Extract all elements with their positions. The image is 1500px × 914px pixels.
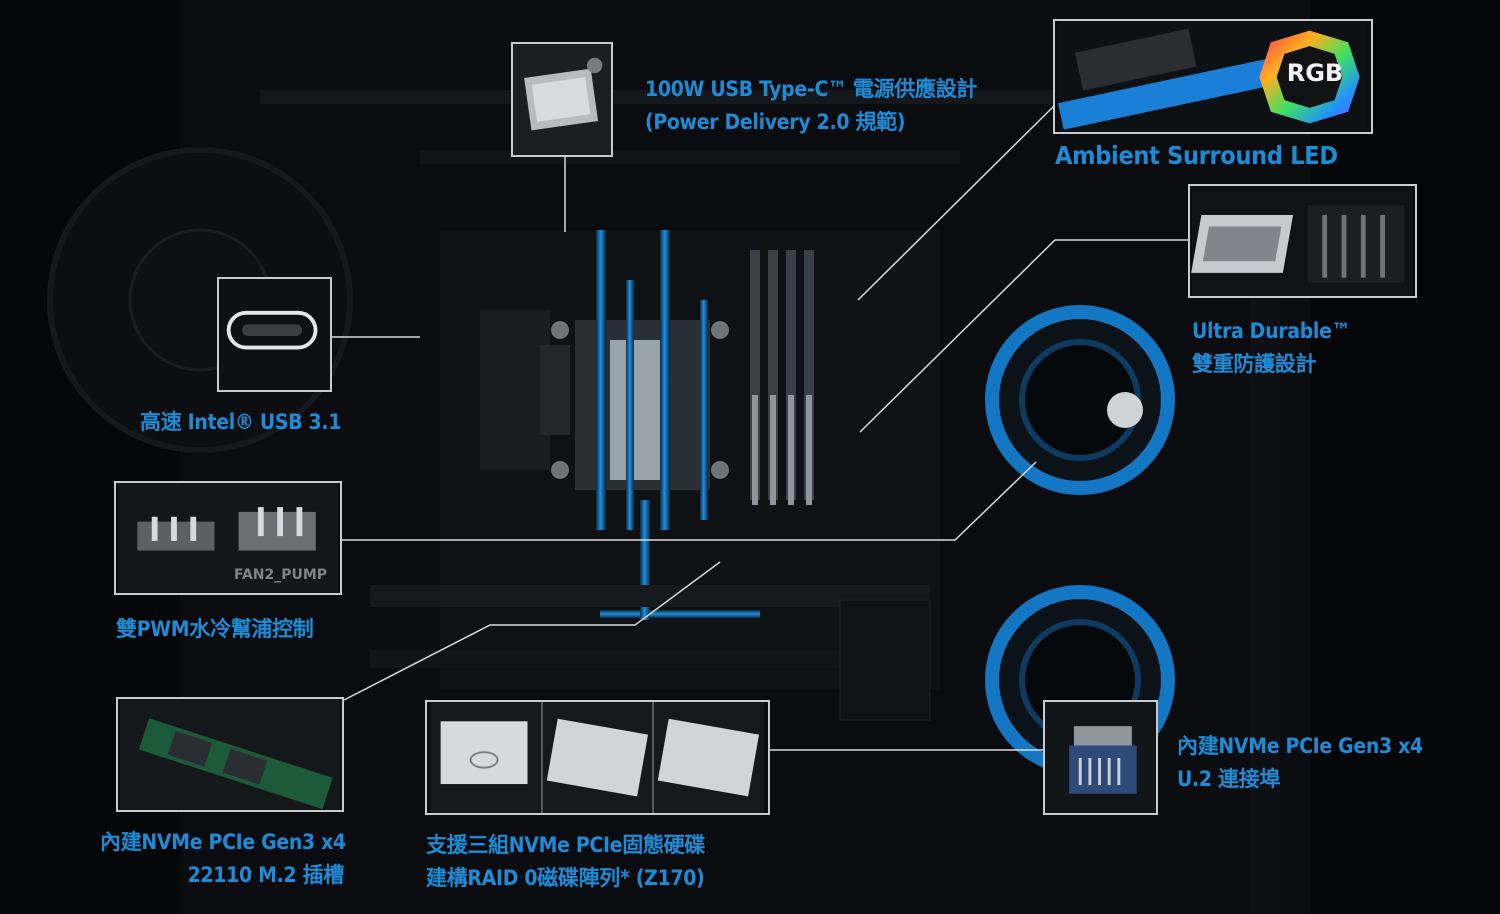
u2-label: 內建NVMe PCIe Gen3 x4 U.2 連接埠 xyxy=(1177,730,1423,796)
u2-line2: U.2 連接埠 xyxy=(1177,767,1281,791)
u2-thumbnail xyxy=(1043,700,1158,815)
usb31-port-image xyxy=(219,279,330,390)
usb-type-c-line1: 100W USB Type-C™ 電源供應設計 xyxy=(645,77,978,101)
m2-line2: 22110 M.2 插槽 xyxy=(187,863,345,887)
m2-label: 內建NVMe PCIe Gen3 x4 22110 M.2 插槽 xyxy=(100,826,346,892)
raid-thumbnail xyxy=(425,700,770,815)
usb-type-c-label: 100W USB Type-C™ 電源供應設計 (Power Delivery … xyxy=(645,73,977,139)
u2-line1: 內建NVMe PCIe Gen3 x4 xyxy=(1177,734,1423,758)
m2-ssd-image xyxy=(119,699,341,810)
usb-type-c-thumbnail xyxy=(511,42,613,157)
rgb-thumbnail: RGB xyxy=(1053,19,1373,134)
ultra-durable-line1: Ultra Durable™ xyxy=(1192,319,1351,343)
ultra-durable-thumbnail xyxy=(1188,184,1417,298)
m2-line1: 內建NVMe PCIe Gen3 x4 xyxy=(100,830,346,854)
ultra-durable-line2: 雙重防護設計 xyxy=(1192,352,1317,376)
pwm-pump-header-text: FAN2_PUMP xyxy=(234,567,328,583)
raid-line1: 支援三組NVMe PCIe固態硬碟 xyxy=(426,833,706,857)
usb31-thumbnail xyxy=(217,277,332,392)
pwm-pump-label: 雙PWM水冷幫浦控制 xyxy=(116,617,314,641)
ultra-durable-slot-image xyxy=(1191,186,1413,296)
raid-label: 支援三組NVMe PCIe固態硬碟 建構RAID 0磁碟陣列* (Z170) xyxy=(426,829,705,895)
pwm-pump-thumbnail: FAN2_PUMP xyxy=(114,481,342,595)
m2-thumbnail xyxy=(116,697,344,812)
usb-type-c-chip-image xyxy=(513,44,611,155)
pwm-pump-header-image xyxy=(118,483,338,593)
raid-ssd-image xyxy=(431,702,764,813)
u2-port-image xyxy=(1045,702,1156,813)
raid-line2: 建構RAID 0磁碟陣列* (Z170) xyxy=(426,866,705,890)
rgb-badge: RGB xyxy=(1286,59,1344,87)
rgb-led-strip-image xyxy=(1058,21,1368,132)
ultra-durable-label: Ultra Durable™ 雙重防護設計 xyxy=(1192,315,1351,381)
usb-type-c-line2: (Power Delivery 2.0 規範) xyxy=(645,110,906,134)
usb31-label: 高速 Intel® USB 3.1 xyxy=(140,410,342,434)
rgb-label: Ambient Surround LED xyxy=(1055,141,1338,170)
